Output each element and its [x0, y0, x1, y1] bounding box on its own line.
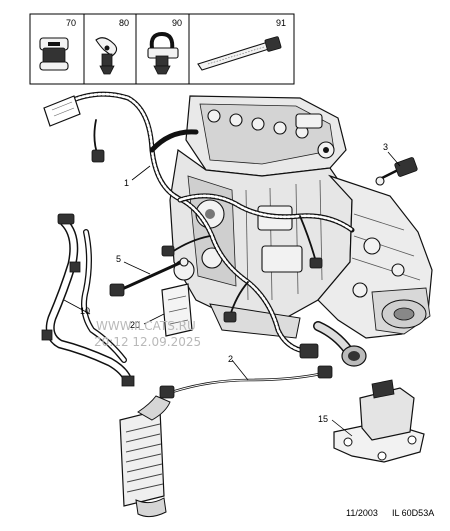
callout-15[interactable]: 15 — [318, 414, 328, 424]
callout-20[interactable]: 20 — [130, 320, 140, 330]
inset-part-80[interactable]: 80 — [95, 18, 129, 75]
clip-icon — [95, 37, 118, 75]
inset-part-number: 70 — [66, 18, 76, 28]
harness-connector — [43, 95, 81, 127]
camshaft-cover-details — [207, 109, 335, 159]
callout-1[interactable]: 1 — [124, 178, 129, 188]
callout-2[interactable]: 2 — [228, 354, 233, 364]
sensor-part-5[interactable] — [109, 257, 189, 297]
intercooler — [119, 395, 171, 518]
inset-part-90[interactable]: 90 — [147, 18, 182, 75]
cable-clamp-icon — [147, 31, 179, 75]
watermark: WWW.ILCATS.RU 20:12 12.09.2025 — [94, 319, 201, 349]
harness-plug — [309, 257, 323, 269]
callout-10[interactable]: 10 — [80, 306, 90, 316]
engine-assembly — [169, 95, 433, 367]
intercooler-fins — [125, 423, 164, 493]
sensor-cable-part-2[interactable] — [159, 365, 333, 399]
sensor-part-3[interactable] — [375, 157, 418, 186]
footer-reference: IL 60D53A — [392, 508, 434, 518]
footer-date: 11/2003 — [346, 508, 378, 518]
gearbox-ribs — [351, 213, 421, 298]
inset-part-91[interactable]: 91 — [197, 18, 286, 71]
inset-part-number: 90 — [172, 18, 182, 28]
harness-part-10[interactable] — [41, 213, 135, 387]
parts-inset-box: 70 80 90 — [29, 13, 295, 85]
callout-3[interactable]: 3 — [383, 142, 388, 152]
inset-part-number: 80 — [119, 18, 129, 28]
watermark-site: WWW.ILCATS.RU — [96, 319, 196, 333]
harness-plug — [91, 149, 105, 163]
callout-numbers: 1 2 3 5 10 15 20 — [80, 142, 388, 424]
cable-tie-icon — [197, 36, 282, 71]
harness-plug — [161, 245, 175, 257]
inset-part-number: 91 — [276, 18, 286, 28]
bracket-part-20[interactable] — [161, 283, 193, 337]
harness-plug — [299, 343, 319, 359]
main-wiring-harness[interactable] — [43, 91, 355, 359]
inset-part-70[interactable]: 70 — [39, 18, 76, 71]
watermark-timestamp: 20:12 12.09.2025 — [94, 335, 201, 349]
footer: 11/2003 IL 60D53A — [346, 508, 434, 518]
callout-5[interactable]: 5 — [116, 254, 121, 264]
harness-plug — [223, 311, 237, 323]
mount-bracket-part-15[interactable] — [333, 379, 425, 463]
leader-lines — [63, 151, 401, 437]
grommet-icon — [39, 37, 69, 71]
